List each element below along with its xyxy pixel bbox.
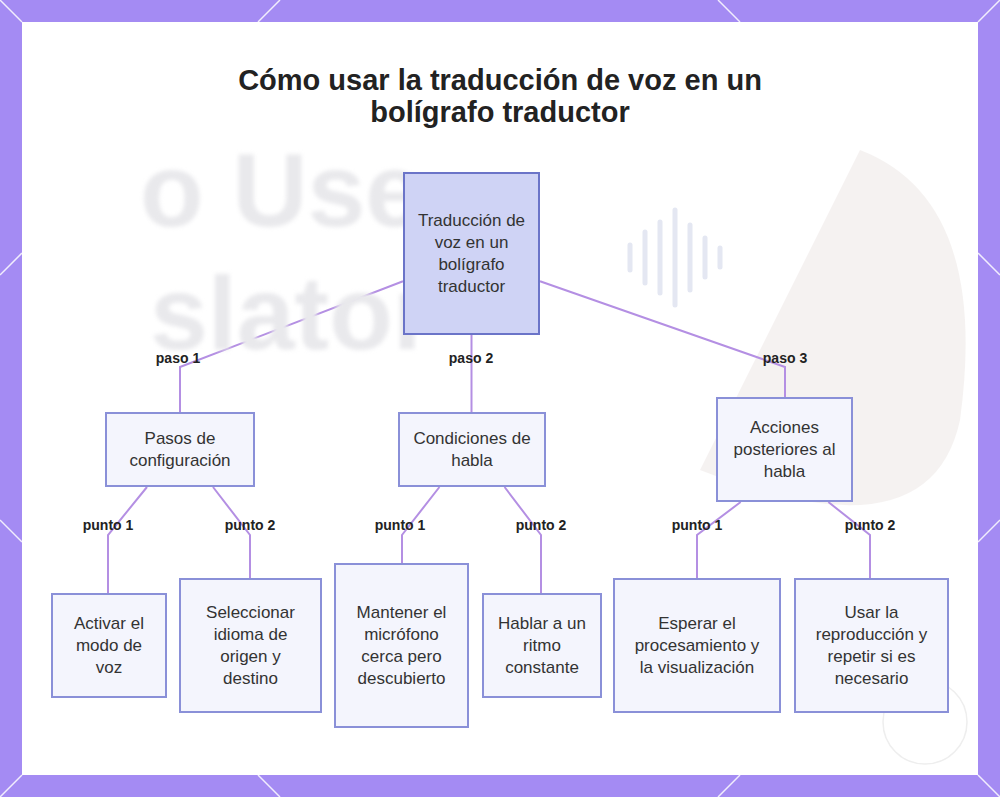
- edge-label: paso 1: [154, 350, 202, 366]
- edge-label: punto 2: [223, 517, 278, 533]
- connector: [697, 502, 741, 578]
- box-text: Pasos de configuración: [115, 428, 245, 472]
- topic-box: Mantener el micrófono cerca pero descubi…: [334, 563, 469, 728]
- edge-label: paso 2: [447, 350, 495, 366]
- topic-box: Acciones posteriores al habla: [716, 397, 853, 502]
- connector: [505, 487, 541, 593]
- edge-label: punto 1: [670, 517, 725, 533]
- root-box: Traducción de voz en un bolígrafo traduc…: [403, 172, 540, 335]
- edge-label: punto 2: [843, 517, 898, 533]
- panel: [22, 22, 978, 775]
- box-text: Hablar a un ritmo constante: [496, 613, 588, 679]
- topic-box: Pasos de configuración: [105, 412, 255, 487]
- topic-box: Activar el modo de voz: [51, 593, 167, 698]
- connector: [828, 502, 870, 578]
- box-text: Mantener el micrófono cerca pero descubi…: [346, 602, 457, 690]
- connector: [108, 487, 147, 593]
- pen-illustration: [700, 150, 966, 505]
- sound-wave-icon: [630, 210, 720, 305]
- edge-label: punto 1: [373, 517, 428, 533]
- box-text: Seleccionar idioma de origen y destino: [195, 602, 306, 690]
- diagram-title: Cómo usar la traducción de voz en un bol…: [200, 64, 800, 128]
- connector: [471, 335, 473, 412]
- box-text: Traducción de voz en un bolígrafo traduc…: [417, 210, 526, 298]
- topic-box: Condiciones de habla: [398, 412, 546, 487]
- box-text: Condiciones de habla: [412, 428, 532, 472]
- box-text: Activar el modo de voz: [63, 613, 155, 679]
- topic-box: Usar la reproducción y repetir si es nec…: [794, 578, 949, 713]
- topic-box: Seleccionar idioma de origen y destino: [179, 578, 322, 713]
- topic-box: Hablar a un ritmo constante: [482, 593, 602, 698]
- watermark: o Use: [140, 135, 423, 245]
- connector: [540, 281, 785, 397]
- edge-label: paso 3: [761, 350, 809, 366]
- edge-label: punto 2: [514, 517, 569, 533]
- box-text: Usar la reproducción y repetir si es nec…: [810, 602, 933, 690]
- edge-label: punto 1: [81, 517, 136, 533]
- box-text: Acciones posteriores al habla: [732, 417, 837, 483]
- box-text: Esperar el procesamiento y la visualizac…: [629, 613, 765, 679]
- topic-box: Esperar el procesamiento y la visualizac…: [613, 578, 781, 713]
